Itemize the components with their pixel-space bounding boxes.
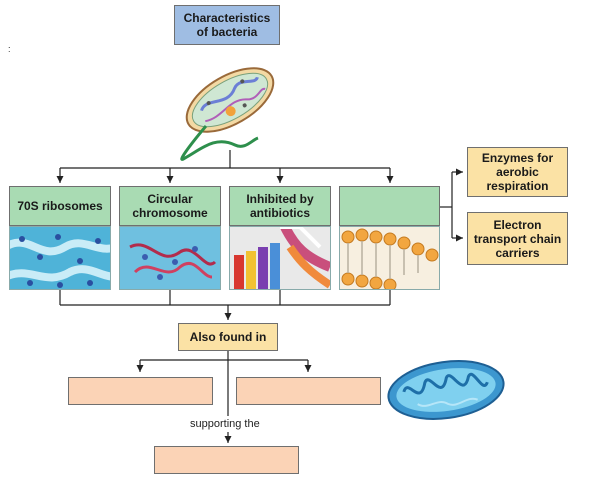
side-box-text: Electron transport chain carriers: [473, 217, 562, 260]
title-box-text: Characteristics of bacteria: [183, 11, 271, 39]
answer-box-right[interactable]: [236, 377, 381, 405]
category-box-antibiotics: Inhibited by antibiotics: [229, 186, 331, 226]
category-label: 70S ribosomes: [17, 199, 103, 213]
ribosomes-illustration: [9, 226, 111, 290]
stray-mark: :: [8, 44, 11, 54]
chromosome-illustration: [119, 226, 221, 290]
category-box-ribosomes: 70S ribosomes: [9, 186, 111, 226]
category-box-blank: [339, 186, 440, 226]
category-box-chromosome: Circular chromosome: [119, 186, 221, 226]
also-found-in-text: Also found in: [189, 330, 267, 344]
side-box-enzymes: Enzymes for aerobic respiration: [467, 147, 568, 197]
also-found-in-box: Also found in: [178, 323, 278, 351]
antibiotics-illustration: [229, 226, 331, 290]
title-box: Characteristics of bacteria: [174, 5, 280, 45]
answer-box-final[interactable]: [154, 446, 299, 474]
category-label: Circular chromosome: [132, 192, 208, 220]
side-box-electron-transport: Electron transport chain carriers: [467, 212, 568, 265]
category-label: Inhibited by antibiotics: [246, 192, 314, 220]
side-box-text: Enzymes for aerobic respiration: [481, 151, 554, 193]
membrane-illustration: [339, 226, 440, 290]
answer-box-left[interactable]: [68, 377, 213, 405]
supporting-text: supporting the: [190, 418, 260, 430]
